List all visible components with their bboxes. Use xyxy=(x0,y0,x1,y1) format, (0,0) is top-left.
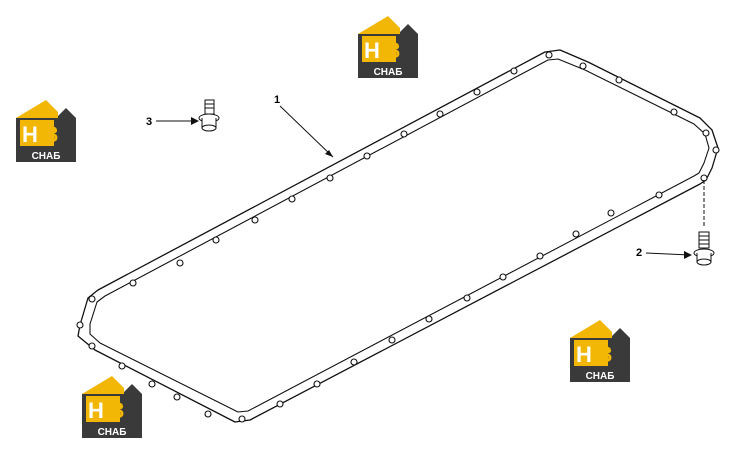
watermark-sub-text: СНАБ xyxy=(32,151,61,162)
watermark-sub-text: СНАБ xyxy=(98,427,127,438)
callout-1-arrowhead xyxy=(325,150,333,157)
callout-1-label: 1 xyxy=(274,94,280,106)
gasket-inner-edge xyxy=(89,58,710,413)
watermark-sub-text: СНАБ xyxy=(586,371,615,382)
callout-2: 2 xyxy=(636,247,692,259)
bolt-right xyxy=(693,180,715,266)
callout-2-label: 2 xyxy=(636,247,642,259)
callout-3-arrowhead xyxy=(191,117,199,125)
callout-3: 3 xyxy=(146,116,199,128)
callout-1: 1 xyxy=(274,94,334,158)
bolt-left xyxy=(198,99,220,132)
callout-2-arrowhead xyxy=(684,251,692,259)
watermark-logo-top: СНАБ xyxy=(358,16,418,78)
watermark-logo-right: СНАБ xyxy=(570,320,630,382)
callout-3-label: 3 xyxy=(146,116,152,128)
watermark-sub-text: СНАБ xyxy=(374,67,403,78)
watermark-logo-bottom: СНАБ xyxy=(82,376,142,438)
gasket-bolt-holes xyxy=(76,51,720,423)
watermark-logo-left: СНАБ xyxy=(16,100,76,162)
